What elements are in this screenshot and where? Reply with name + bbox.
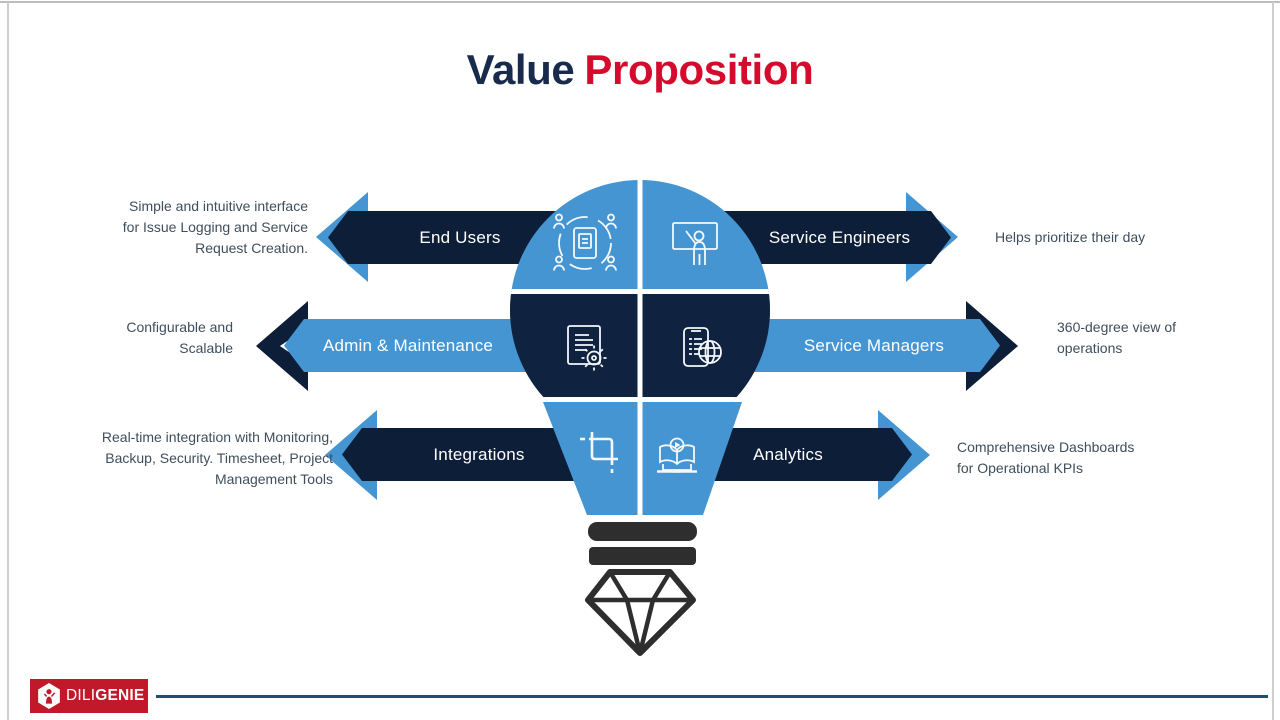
mobile-globe-icon — [683, 327, 722, 367]
diligenie-logo: DILIGENIE — [30, 679, 148, 713]
banner-label: Service Engineers — [768, 227, 911, 247]
bulb-base — [588, 522, 697, 565]
document-settings-icon — [567, 325, 607, 371]
banner-label: Analytics — [753, 444, 823, 464]
description-integrations: Real-time integration with Monitoring, B… — [101, 429, 333, 487]
crop-tool-icon — [580, 432, 618, 473]
title-word-navy: Value — [466, 46, 575, 93]
description-analytics: Comprehensive Dashboards for Operational… — [957, 439, 1135, 476]
footer-divider-line — [156, 695, 1268, 698]
banner-label: End Users — [419, 227, 501, 247]
elearning-laptop-icon — [657, 437, 697, 473]
description-service-managers: 360-degree view of operations — [1057, 319, 1177, 356]
logo-wordmark: DILIGENIE — [66, 687, 145, 704]
slide-border-top — [0, 1, 1280, 3]
banner-label: Integrations — [433, 444, 525, 464]
diamond-icon — [585, 569, 696, 656]
banner-label: Admin & Maintenance — [322, 335, 494, 355]
lightbulb-diagram — [510, 180, 770, 656]
users-collaboration-icon — [553, 213, 617, 272]
slide-border-left — [7, 2, 9, 720]
genie-hexagon-icon — [38, 683, 60, 709]
description-end-users: Simple and intuitive interface for Issue… — [122, 198, 308, 256]
title-word-red: Proposition — [584, 46, 814, 93]
description-admin-maintenance: Configurable and Scalable — [126, 319, 233, 356]
slide-border-right — [1272, 2, 1274, 720]
presenter-icon — [672, 222, 718, 265]
banner-label: Service Managers — [803, 335, 945, 355]
description-service-engineers: Helps prioritize their day — [995, 229, 1146, 245]
